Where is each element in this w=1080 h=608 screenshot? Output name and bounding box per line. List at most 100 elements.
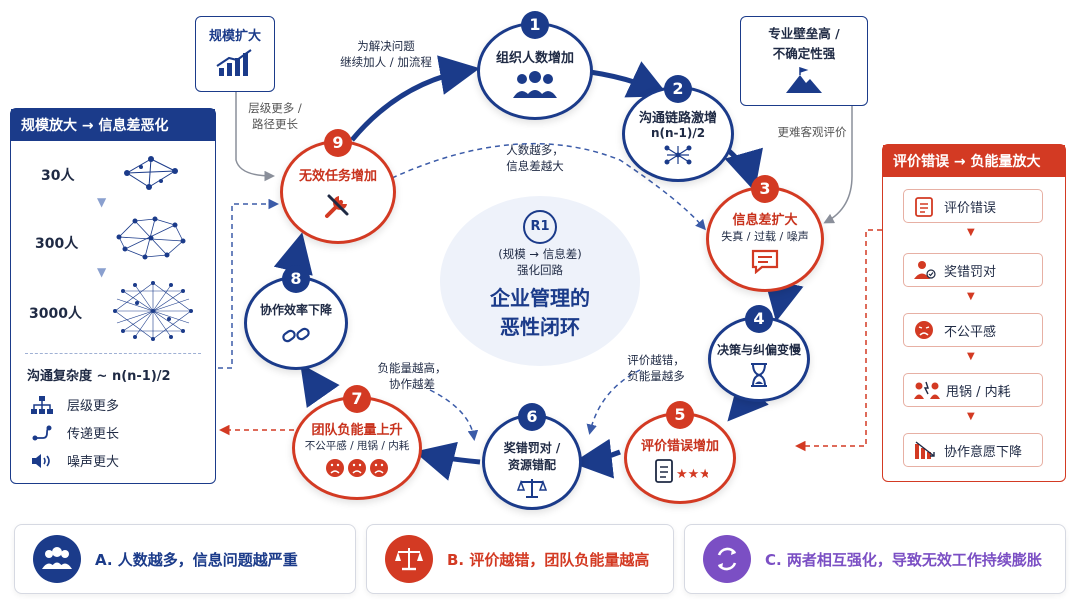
summary-b-circle: [385, 535, 433, 583]
person-check-icon: [914, 261, 936, 279]
summary-c-text: C. 两者相互强化，导致无效工作持续膨胀: [765, 550, 1042, 569]
grey-barrier-3: [823, 106, 853, 224]
arrow-2-3: [724, 147, 763, 192]
clipboard-icon: [915, 197, 933, 217]
node-6: 6 奖错罚对 / 资源错配: [482, 403, 582, 510]
node-2-number: 2: [664, 75, 692, 103]
bar-decline-icon: [915, 441, 935, 459]
barrier-box: 专业壁垒高 / 不确定性强: [740, 16, 868, 106]
network-icon: [664, 145, 692, 165]
node-9-title: 无效任务增加: [298, 169, 377, 184]
scale-up-box: 规模扩大: [195, 16, 275, 92]
node-6-sub: 资源错配: [507, 458, 556, 472]
cycle-icon: [717, 547, 737, 571]
center-title-2: 恶性闭环: [500, 315, 580, 339]
right-panel-title: 评价错误 → 负能量放大: [883, 145, 1065, 177]
rating-checklist-icon: ★★★: [655, 459, 708, 483]
label-9-1: 为解决问题 继续加人 / 加流程: [340, 39, 432, 69]
r1-label: R1: [530, 219, 550, 234]
node-1-number: 1: [521, 11, 549, 39]
arrow-6-7: [414, 441, 481, 481]
center-hub: R1 (规模 → 信息差) 强化回路 企业管理的 恶性闭环: [440, 196, 640, 366]
hierarchy-icon: [31, 395, 53, 414]
arrow-1-2: [589, 61, 670, 98]
down-arrow-2: ▼: [97, 265, 107, 279]
angry-face-icon: [915, 321, 933, 339]
arrow-9-1: [350, 55, 480, 142]
node-5-number: 5: [666, 401, 694, 429]
loop-description: (规模 → 信息差): [498, 247, 582, 261]
summary-a-circle: [33, 535, 81, 583]
left-item-path: 传递更长: [31, 423, 119, 442]
node-5-title: 评价错误增加: [640, 439, 719, 454]
left-item-speaker-label: 噪声更大: [67, 455, 120, 470]
node-1: 1 组织人数增加: [477, 11, 593, 120]
node-3: 3 信息差扩大 失真 / 过载 / 噪声: [706, 175, 824, 292]
summary-card-c: C. 两者相互强化，导致无效工作持续膨胀: [684, 524, 1066, 594]
left-item-hierarchy: 层级更多: [31, 395, 119, 414]
right-arrow-3: ▼: [967, 351, 975, 362]
node-7-number: 7: [343, 385, 371, 413]
node-9-number: 9: [324, 129, 352, 157]
node-6-number: 6: [518, 403, 546, 431]
label-barrier-3: 更难客观评价: [777, 125, 847, 139]
barrier-label: 专业壁垒高 / 不确定性强: [768, 26, 840, 61]
group-icon: [42, 547, 72, 569]
arrow-7-8: [300, 363, 340, 409]
summary-b-text: B. 评价越错，团队负能量越高: [447, 550, 650, 569]
down-arrow-1: ▼: [97, 195, 107, 209]
chat-bubble-icon: [751, 249, 779, 274]
right-item-wrong-eval-label: 评价错误: [944, 200, 997, 216]
summary-card-a: A. 人数越多，信息问题越严重: [14, 524, 356, 594]
node-2-sub: n(n-1)/2: [650, 126, 706, 140]
node-9: 9 无效任务增加: [280, 129, 396, 244]
right-item-unfair-label: 不公平感: [944, 324, 997, 340]
summary-c-circle: [703, 535, 751, 583]
summary-a-text: A. 人数越多，信息问题越严重: [95, 550, 298, 569]
left-item-speaker: 噪声更大: [31, 451, 119, 470]
left-item-path-label: 传递更长: [67, 427, 120, 442]
node-8-title: 协作效率下降: [259, 303, 332, 317]
size-30: 30人: [41, 168, 75, 184]
dashed-9-3: [391, 143, 706, 231]
network-medium-icon: [116, 216, 186, 260]
center-title-1: 企业管理的: [490, 286, 590, 310]
network-large-icon: [113, 281, 193, 341]
node-3-number: 3: [751, 175, 779, 203]
node-3-sub: 失真 / 过载 / 噪声: [721, 230, 809, 243]
conflict-icon: [914, 381, 940, 399]
left-panel: 规模放大 → 信息差恶化 30人 ▼ 300人 ▼ 3000人 沟通复杂度 ~ …: [10, 108, 216, 484]
dashed-7-6: [429, 389, 479, 441]
right-item-blame: 甩锅 / 内耗: [903, 373, 1043, 407]
node-7: 7 团队负能量上升 不公平感 / 甩锅 / 内耗: [292, 385, 422, 500]
node-2: 2 沟通链路激增 n(n-1)/2: [622, 75, 734, 182]
tools-icon: [325, 194, 349, 218]
scale-up-label: 规模扩大: [208, 29, 261, 44]
node-4: 4 决策与纠偏变慢: [708, 305, 810, 402]
dashed-left-panel-9: [218, 198, 279, 369]
left-panel-title: 规模放大 → 信息差恶化: [11, 109, 215, 141]
right-item-unfair: 不公平感: [903, 313, 1043, 347]
arrow-8-9: [273, 232, 313, 276]
label-center-top: 人数越多， 信息差越大: [506, 143, 564, 173]
right-item-collab-drop-label: 协作意愿下降: [944, 444, 1023, 460]
grey-scale-9: [235, 90, 275, 182]
size-300: 300人: [35, 236, 79, 252]
size-3000: 3000人: [29, 306, 82, 322]
node-8: 8 协作效率下降: [244, 265, 348, 370]
node-3-title: 信息差扩大: [732, 213, 798, 228]
r1-badge: R1: [523, 210, 557, 244]
people-icon: [513, 71, 557, 98]
summary-card-b: B. 评价越错，团队负能量越高: [366, 524, 674, 594]
node-8-number: 8: [282, 265, 310, 293]
mountain-flag-icon: [786, 67, 822, 93]
right-arrow-2: ▼: [967, 291, 975, 302]
balance-icon: [395, 548, 423, 571]
right-item-reward-wrong: 奖错罚对: [903, 253, 1043, 287]
right-item-reward-wrong-label: 奖错罚对: [944, 264, 997, 280]
label-5-6: 评价越错， 负能量越多: [627, 353, 685, 383]
bar-growth-icon: [216, 49, 252, 76]
arrow-3-4: [764, 278, 804, 322]
left-divider: [25, 353, 201, 354]
